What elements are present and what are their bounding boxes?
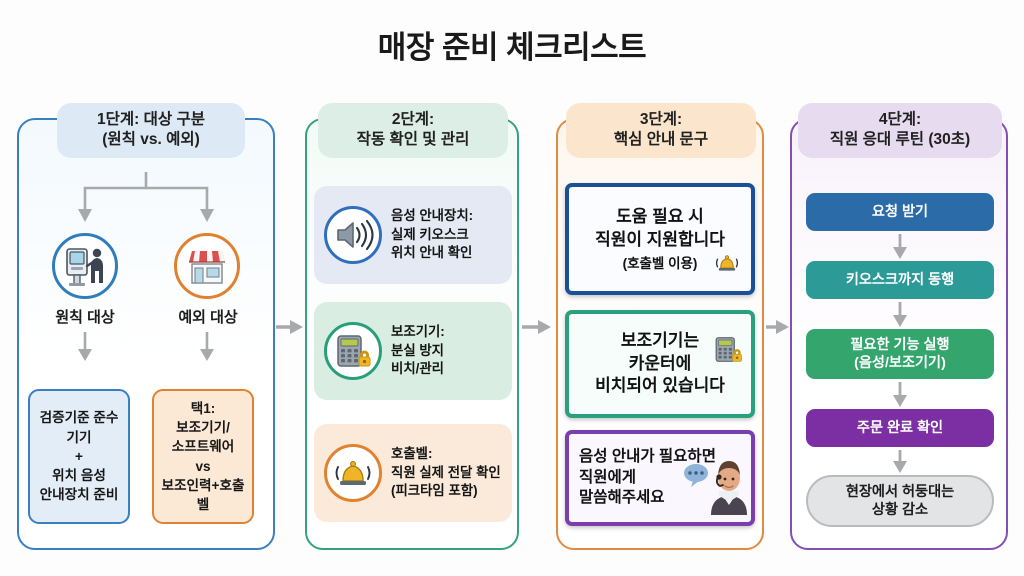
- kiosk-person-icon: [52, 233, 118, 299]
- column-header-step3: 3단계: 핵심 안내 문구: [566, 103, 756, 158]
- message-card-voice-request-main: 음성 안내가 필요하면 직원에게 말씀해주세요: [579, 448, 716, 507]
- routine-arrow-2: [893, 302, 907, 327]
- column-header-step2-line1: 2단계:: [391, 111, 435, 128]
- branch-connector: [78, 172, 214, 222]
- speaker-sound-icon: [324, 206, 382, 264]
- routine-step-2: 키오스크까지 동행: [806, 261, 994, 299]
- routine-arrow-1: [893, 234, 907, 259]
- routine-step-3: 필요한 기능 실행 (음성/보조기기): [806, 329, 994, 379]
- staff-speech-icon: [684, 460, 747, 515]
- check-row-assistive-device: 보조기기: 분실 방지 비치/관리: [314, 302, 512, 400]
- check-row-voice-guide-text: 음성 안내장치: 실제 키오스크 위치 안내 확인: [391, 208, 474, 261]
- column-header-step1-line2: (원칙 vs. 예외): [102, 130, 200, 148]
- call-bell-icon: [715, 255, 739, 271]
- branch-label-principle: 원칙 대상: [55, 309, 115, 326]
- column-header-step4: 4단계: 직원 응대 루틴 (30초): [798, 103, 1002, 158]
- check-row-call-bell: 호출벨: 직원 실제 전달 확인 (피크타임 포함): [314, 424, 512, 522]
- arrow-down-principle: [78, 332, 92, 361]
- outcome-box-exception: 택1: 보조기기/ 소프트웨어 vs 보조인력+호출벨: [152, 389, 254, 524]
- column-header-step2: 2단계: 작동 확인 및 관리: [318, 103, 508, 158]
- check-row-assistive-device-text: 보조기기: 분실 방지 비치/관리: [391, 324, 445, 377]
- column-header-step4-line2: 직원 응대 루틴 (30초): [829, 130, 971, 148]
- message-card-counter: 보조기기는 카운터에 비치되어 있습니다: [565, 310, 755, 418]
- column-header-step1: 1단계: 대상 구분 (원칙 vs. 예외): [57, 103, 245, 158]
- branch-label-exception: 예외 대상: [178, 309, 238, 326]
- check-row-call-bell-text: 호출벨: 직원 실제 전달 확인 (피크타임 포함): [391, 446, 501, 499]
- column-header-step1-line1: 1단계: 대상 구분: [97, 111, 205, 128]
- storefront-icon: [174, 233, 240, 299]
- check-row-voice-guide: 음성 안내장치: 실제 키오스크 위치 안내 확인: [314, 186, 512, 284]
- call-bell-icon: [324, 444, 382, 502]
- message-card-counter-main: 보조기기는 카운터에 비치되어 있습니다: [595, 331, 725, 396]
- message-card-help: 도움 필요 시 직원이 지원합니다 (호출벨 이용): [565, 183, 755, 295]
- column-header-step3-line2: 핵심 안내 문구: [613, 130, 709, 148]
- column-header-step4-line1: 4단계:: [878, 111, 922, 128]
- arrow-col1-to-col2: [276, 320, 303, 334]
- routine-arrow-3: [893, 382, 907, 407]
- arrow-col3-to-col4: [766, 320, 789, 334]
- routine-step-1: 요청 받기: [806, 193, 994, 231]
- page-title: 매장 준비 체크리스트: [377, 30, 647, 65]
- column-header-step3-line1: 3단계:: [639, 111, 683, 128]
- column-header-step2-line2: 작동 확인 및 관리: [356, 130, 470, 148]
- outcome-box-principle: 검증기준 준수 기기 + 위치 음성 안내장치 준비: [28, 389, 130, 524]
- calculator-lock-icon: [715, 337, 742, 363]
- message-card-voice-request: 음성 안내가 필요하면 직원에게 말씀해주세요: [565, 430, 755, 526]
- routine-outcome: 현장에서 허둥대는 상황 감소: [806, 475, 994, 527]
- message-card-help-main: 도움 필요 시 직원이 지원합니다: [595, 206, 725, 249]
- message-card-help-sub: (호출벨 이용): [622, 256, 698, 272]
- calculator-lock-icon: [324, 322, 382, 380]
- arrow-down-exception: [200, 332, 214, 361]
- routine-step-4: 주문 완료 확인: [806, 409, 994, 447]
- arrow-col2-to-col3: [522, 320, 551, 334]
- routine-arrow-4: [893, 450, 907, 473]
